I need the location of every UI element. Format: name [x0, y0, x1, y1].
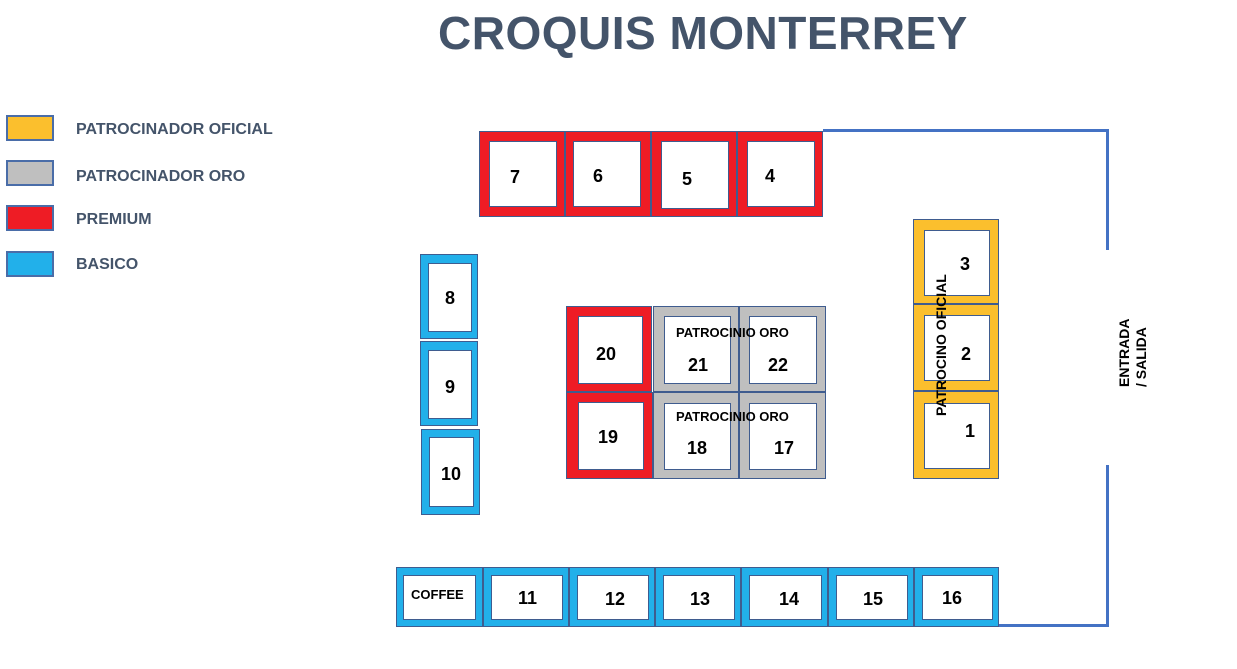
booth-18[interactable]: 18	[653, 392, 739, 479]
booth-coffee[interactable]: COFFEE	[396, 567, 483, 627]
legend-swatch-basico	[6, 251, 54, 277]
entrance-line-2: / SALIDA	[1133, 327, 1149, 387]
booth-2[interactable]: 2	[913, 304, 999, 391]
booth-12-inner	[577, 575, 649, 620]
booth-coffee-inner	[403, 575, 476, 620]
booth-6-number: 6	[593, 166, 604, 186]
booth-4[interactable]: 4	[737, 131, 823, 217]
wall-right-lower	[1106, 465, 1109, 627]
booth-4-inner	[747, 141, 815, 207]
booth-12-number: 12	[605, 589, 626, 609]
booth-8-inner	[428, 263, 472, 332]
booth-19[interactable]: 19	[566, 392, 653, 479]
booth-6[interactable]: 6	[565, 131, 651, 217]
booth-10-inner	[429, 437, 474, 507]
booth-6-inner	[573, 141, 641, 207]
legend-swatch-premium	[6, 205, 54, 231]
booth-7-inner	[489, 141, 557, 207]
booth-17-number: 17	[774, 438, 795, 458]
legend-label-oficial: PATROCINADOR OFICIAL	[76, 121, 273, 138]
booth-22-inner	[749, 316, 817, 384]
booth-20-number: 20	[596, 344, 617, 364]
booth-21-inner	[664, 316, 731, 384]
booth-14-number: 14	[779, 589, 800, 609]
booth-8-number: 8	[445, 288, 456, 308]
booth-4-number: 4	[765, 166, 776, 186]
booth-13-number: 13	[690, 589, 711, 609]
booth-coffee-label: COFFEE	[411, 587, 464, 602]
booth-1-number: 1	[965, 421, 976, 441]
booth-16-number: 16	[942, 588, 963, 608]
wall-top	[823, 129, 1109, 132]
booth-20[interactable]: 20	[566, 306, 652, 392]
legend-swatch-oro	[6, 160, 54, 186]
booth-18-inner	[664, 403, 731, 470]
booth-18-number: 18	[687, 438, 708, 458]
booth-5-inner	[661, 141, 729, 209]
booth-19-inner	[578, 402, 644, 470]
booth-22[interactable]: 22	[739, 306, 826, 392]
entrance-line-1: ENTRADA	[1116, 318, 1132, 387]
oficial-vertical-label: PATROCINO OFICIAL	[933, 274, 949, 416]
booth-15-inner	[836, 575, 908, 620]
booth-10[interactable]: 10	[421, 429, 480, 515]
booth-5[interactable]: 5	[651, 131, 737, 217]
booth-9[interactable]: 9	[420, 341, 478, 426]
wall-bottom	[999, 624, 1109, 627]
booth-16[interactable]: 16	[914, 567, 999, 627]
booth-14-inner	[749, 575, 822, 620]
booth-15-number: 15	[863, 589, 884, 609]
legend-label-premium: PREMIUM	[76, 211, 152, 228]
booth-8[interactable]: 8	[420, 254, 478, 339]
booth-13-inner	[663, 575, 735, 620]
booth-2-number: 2	[961, 344, 972, 364]
oro-label-bottom: PATROCINIO ORO	[676, 409, 789, 424]
booth-11[interactable]: 11	[483, 567, 569, 627]
booth-17[interactable]: 17	[739, 392, 826, 479]
booth-16-inner	[922, 575, 993, 620]
legend-label-oro: PATROCINADOR ORO	[76, 168, 246, 185]
booth-3-inner	[924, 230, 990, 296]
legend-label-basico: BASICO	[76, 256, 139, 273]
booth-9-inner	[428, 350, 472, 419]
booth-11-inner	[491, 575, 563, 620]
booth-5-number: 5	[682, 169, 693, 189]
booth-15[interactable]: 15	[828, 567, 914, 627]
booth-7[interactable]: 7	[479, 131, 565, 217]
booth-1-inner	[924, 403, 990, 469]
booth-12[interactable]: 12	[569, 567, 655, 627]
booth-17-inner	[749, 403, 817, 470]
wall-right-upper	[1106, 129, 1109, 250]
legend-swatch-oficial	[6, 115, 54, 141]
booth-21[interactable]: 21	[653, 306, 739, 392]
booth-7-number: 7	[510, 167, 521, 187]
booth-9-number: 9	[445, 377, 456, 397]
booth-19-number: 19	[598, 427, 619, 447]
booth-3[interactable]: 3	[913, 219, 999, 304]
booth-1[interactable]: 1	[913, 391, 999, 479]
booth-3-number: 3	[960, 254, 971, 274]
page-title: CROQUIS MONTERREY	[438, 7, 968, 59]
entrance-label: ENTRADA / SALIDA	[1116, 311, 1152, 387]
booth-14[interactable]: 14	[741, 567, 828, 627]
booth-20-inner	[578, 316, 643, 384]
booth-11-number: 11	[518, 588, 538, 608]
oro-label-top: PATROCINIO ORO	[676, 325, 789, 340]
booth-10-number: 10	[441, 464, 462, 484]
booth-13[interactable]: 13	[655, 567, 741, 627]
booth-2-inner	[924, 315, 990, 381]
booth-21-number: 21	[688, 355, 709, 375]
booth-22-number: 22	[768, 355, 789, 375]
